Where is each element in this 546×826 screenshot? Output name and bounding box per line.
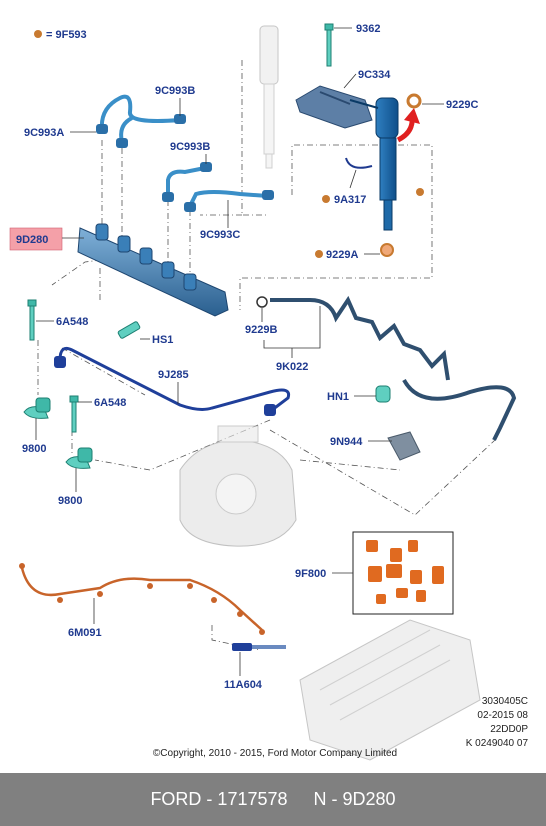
arrow-head-icon [404,108,420,124]
clip-hn1-image [375,385,391,403]
washer-9229c-image [406,93,422,109]
bolt-6a548-image [27,299,37,341]
label-9c993b-mid[interactable]: 9C993B [170,141,210,153]
washer-9229a-image [380,243,394,257]
legend-label: = 9F593 [46,29,87,41]
bolt-hs1-image [117,321,141,339]
gasket-marker-icon [322,195,330,203]
label-9c993b-top[interactable]: 9C993B [155,85,195,97]
label-9d280[interactable]: 9D280 [16,234,48,246]
label-6m091[interactable]: 6M091 [68,627,102,639]
pipe-9j285-image [54,346,291,416]
label-6a548-top[interactable]: 6A548 [56,316,88,328]
label-9362[interactable]: 9362 [356,23,380,35]
clip-9800-top-image [23,397,51,419]
highlight-box [9,227,63,251]
brand-part-number: FORD - 1717578 [150,789,288,809]
label-9229c[interactable]: 9229C [446,99,478,111]
label-hn1[interactable]: HN1 [327,391,349,403]
label-9n944[interactable]: 9N944 [330,436,363,448]
doc-code-4: K 0249040 07 [466,738,529,749]
assembly-lines [37,60,496,651]
label-9c993a[interactable]: 9C993A [24,127,64,139]
fuel-pipes-9c993-image [96,94,274,212]
gasket-marker-icon [315,250,323,258]
glow-plug-11a604-image [232,643,286,651]
label-9800-top[interactable]: 9800 [22,443,46,455]
injector-ghost-image [259,25,279,169]
doc-code-1: 3030405C [482,696,528,707]
bolt-9362-image [324,23,334,67]
label-9a317[interactable]: 9A317 [334,194,366,206]
fuel-rail-9d280-image [77,223,229,317]
label-9c993c[interactable]: 9C993C [200,229,240,241]
clamp-9c334-image [295,85,373,129]
label-9c334[interactable]: 9C334 [358,69,391,81]
label-9229b[interactable]: 9229B [245,324,277,336]
label-hs1[interactable]: HS1 [152,334,173,346]
doc-code-2: 02-2015 08 [477,710,528,721]
gasket-marker-icon [34,30,42,38]
doc-code-3: 22DD0P [490,724,528,735]
reference-code: N - 9D280 [313,789,396,809]
gasket-marker-icon [416,188,424,196]
label-11a604[interactable]: 11A604 [224,679,263,691]
label-9229a[interactable]: 9229A [326,249,358,261]
wiring-harness-6m091-image [19,563,265,635]
cylinder-head-image [299,619,481,761]
injector-9f593-image [345,97,399,231]
label-6a548-bottom[interactable]: 6A548 [94,397,126,409]
label-9800-bottom[interactable]: 9800 [58,495,82,507]
bolt-6a548-lower-image [69,395,79,433]
leakoff-pipe-9k022-image [256,295,517,441]
label-9f800[interactable]: 9F800 [295,568,326,580]
label-9k022[interactable]: 9K022 [276,361,308,373]
fuel-pump-image [179,425,297,547]
label-9j285[interactable]: 9J285 [158,369,189,381]
clip-9800-bottom-image [65,447,93,469]
copyright-text: ©Copyright, 2010 - 2015, Ford Motor Comp… [153,748,397,759]
exploded-parts-diagram: = 9F593 [9,23,529,761]
caps-kit-9f800-box [352,531,454,615]
bracket-9n944-image [387,431,421,461]
part-number-footer: FORD - 1717578 N - 9D280 [0,773,546,826]
